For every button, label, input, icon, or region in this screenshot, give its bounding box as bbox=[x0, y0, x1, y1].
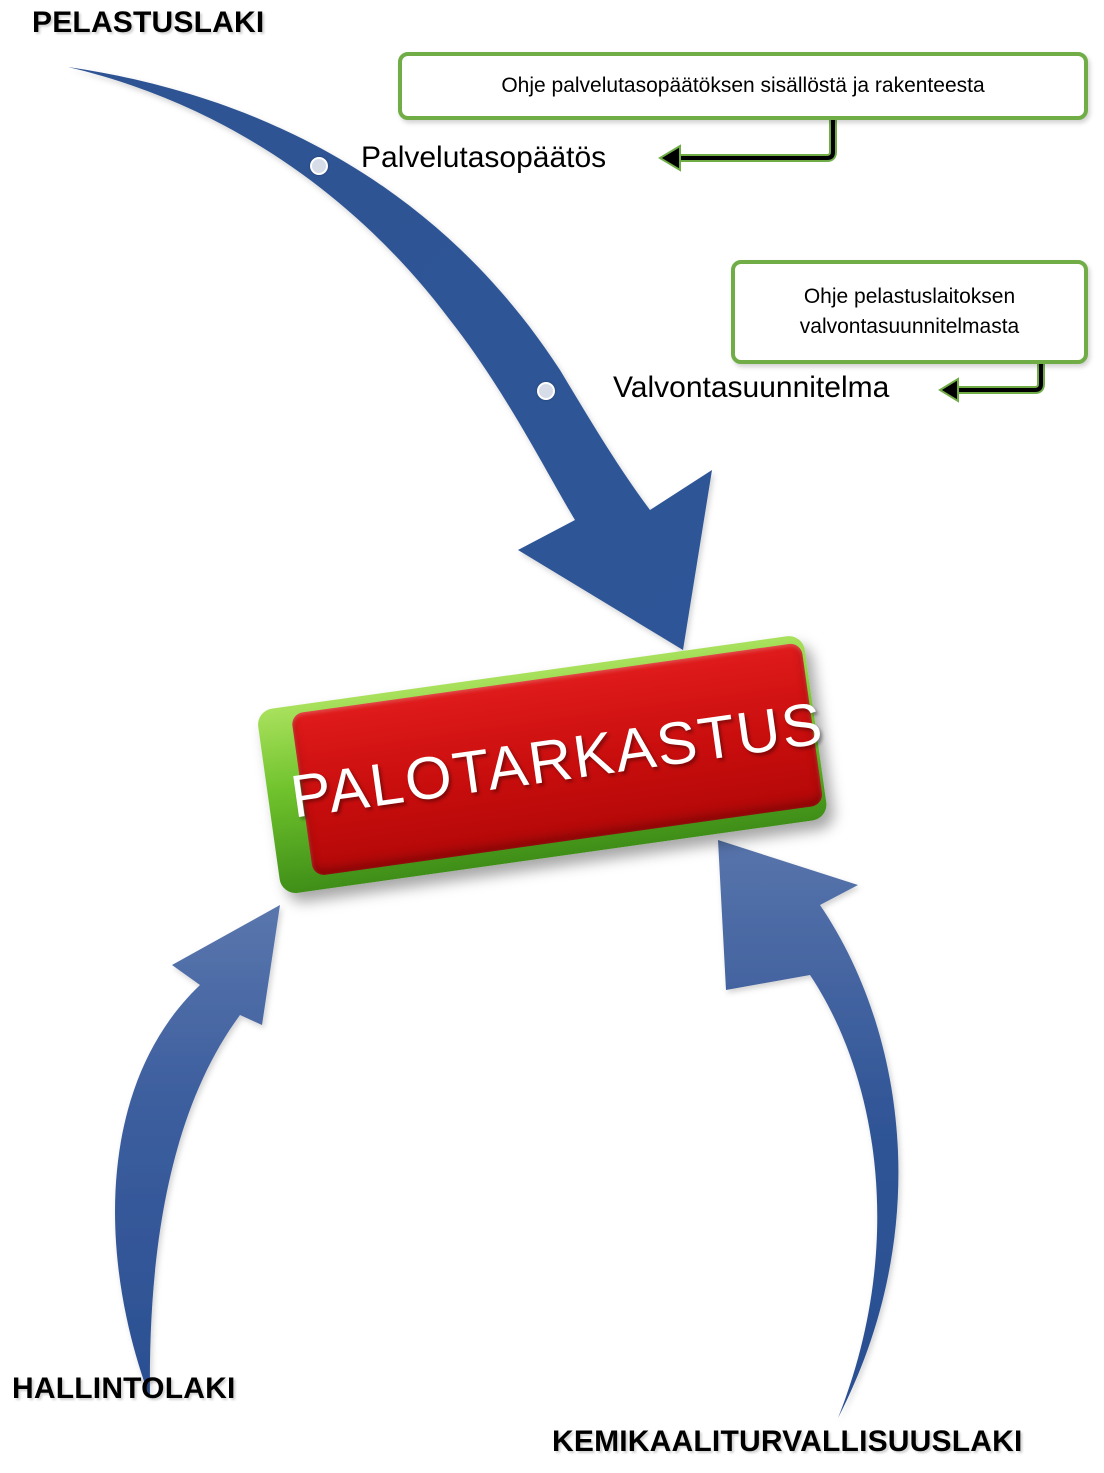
step-marker-valvonta bbox=[537, 382, 555, 400]
guide-text-valvonta-line2: valvontasuunnitelmasta bbox=[799, 315, 1020, 338]
law-label-hallintolaki: HALLINTOLAKI bbox=[12, 1372, 236, 1405]
arrow-hallintolaki bbox=[115, 905, 280, 1398]
guide-text-palvelutaso: Ohje palvelutasopäätöksen sisällöstä ja … bbox=[501, 74, 985, 97]
arrow-kemikaaliturvallisuuslaki bbox=[718, 840, 899, 1418]
banner-title: PALOTARKASTUS bbox=[286, 688, 828, 830]
step-label-palvelutasopaatos: Palvelutasopäätös bbox=[361, 141, 607, 174]
connector-palvelutaso bbox=[680, 117, 837, 162]
connector-palvelutaso-head bbox=[658, 144, 681, 172]
law-label-kemikaaliturvallisuuslaki: KEMIKAALITURVALLISUUSLAKI bbox=[552, 1425, 1023, 1458]
law-label-pelastuslaki: PELASTUSLAKI bbox=[32, 6, 265, 39]
guide-box-valvonta: Ohje pelastuslaitoksen valvontasuunnitel… bbox=[731, 260, 1088, 364]
banner-red-face: PALOTARKASTUS bbox=[287, 642, 828, 877]
guide-box-palvelutaso: Ohje palvelutasopäätöksen sisällöstä ja … bbox=[398, 52, 1088, 120]
arrow-pelastuslaki bbox=[68, 67, 712, 650]
step-label-valvontasuunnitelma: Valvontasuunnitelma bbox=[613, 371, 890, 404]
connector-valvonta-head bbox=[938, 377, 959, 403]
connector-valvonta bbox=[958, 364, 1045, 394]
guide-text-valvonta-line1: Ohje pelastuslaitoksen bbox=[803, 285, 1016, 308]
step-marker-palvelutaso bbox=[310, 157, 328, 175]
